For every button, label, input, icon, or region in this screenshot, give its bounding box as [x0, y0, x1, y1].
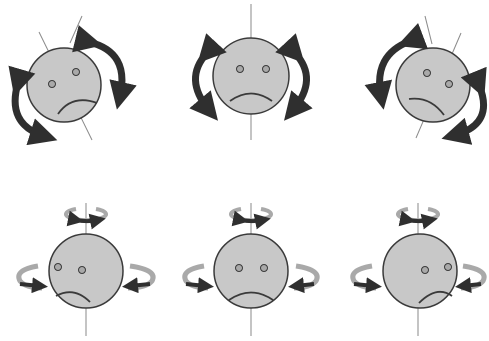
face-roll-left: [15, 16, 122, 140]
horizontal-rotation-ring-icon: [186, 284, 206, 286]
curved-rotation-arrow-icon: [195, 53, 209, 110]
face-roll-right: [380, 16, 484, 138]
right-eye: [73, 69, 80, 76]
sad-face-icon: [396, 48, 470, 122]
horizontal-rotation-ring-icon: [130, 284, 150, 286]
horizontal-rotation-ring-icon: [241, 220, 263, 221]
left-eye: [55, 264, 62, 271]
face-roll-neutral: [195, 4, 306, 140]
left-eye: [422, 267, 429, 274]
axis-line: [70, 16, 82, 43]
right-eye: [79, 267, 86, 274]
horizontal-rotation-ring-icon: [463, 284, 481, 286]
right-eye: [263, 66, 270, 73]
left-eye: [49, 81, 56, 88]
face-yaw-left: [19, 203, 153, 336]
face-yaw-right: [353, 203, 484, 336]
horizontal-rotation-ring-icon: [76, 220, 98, 221]
horizontal-rotation-ring-icon: [354, 284, 374, 286]
left-eye: [236, 265, 243, 272]
sad-face-icon: [27, 48, 101, 122]
curved-rotation-arrow-icon: [293, 53, 307, 110]
axis-line: [425, 16, 432, 44]
sad-face-icon: [49, 234, 123, 308]
left-eye: [424, 70, 431, 77]
left-eye: [237, 66, 244, 73]
right-eye: [261, 265, 268, 272]
sad-face-icon: [383, 234, 457, 308]
sad-face-icon: [214, 234, 288, 308]
horizontal-rotation-ring-icon: [20, 284, 40, 286]
sad-face-icon: [213, 38, 289, 114]
horizontal-rotation-ring-icon: [296, 284, 314, 286]
right-eye: [445, 264, 452, 271]
face-yaw-neutral: [185, 203, 317, 336]
right-eye: [446, 81, 453, 88]
horizontal-rotation-ring-icon: [408, 220, 430, 221]
